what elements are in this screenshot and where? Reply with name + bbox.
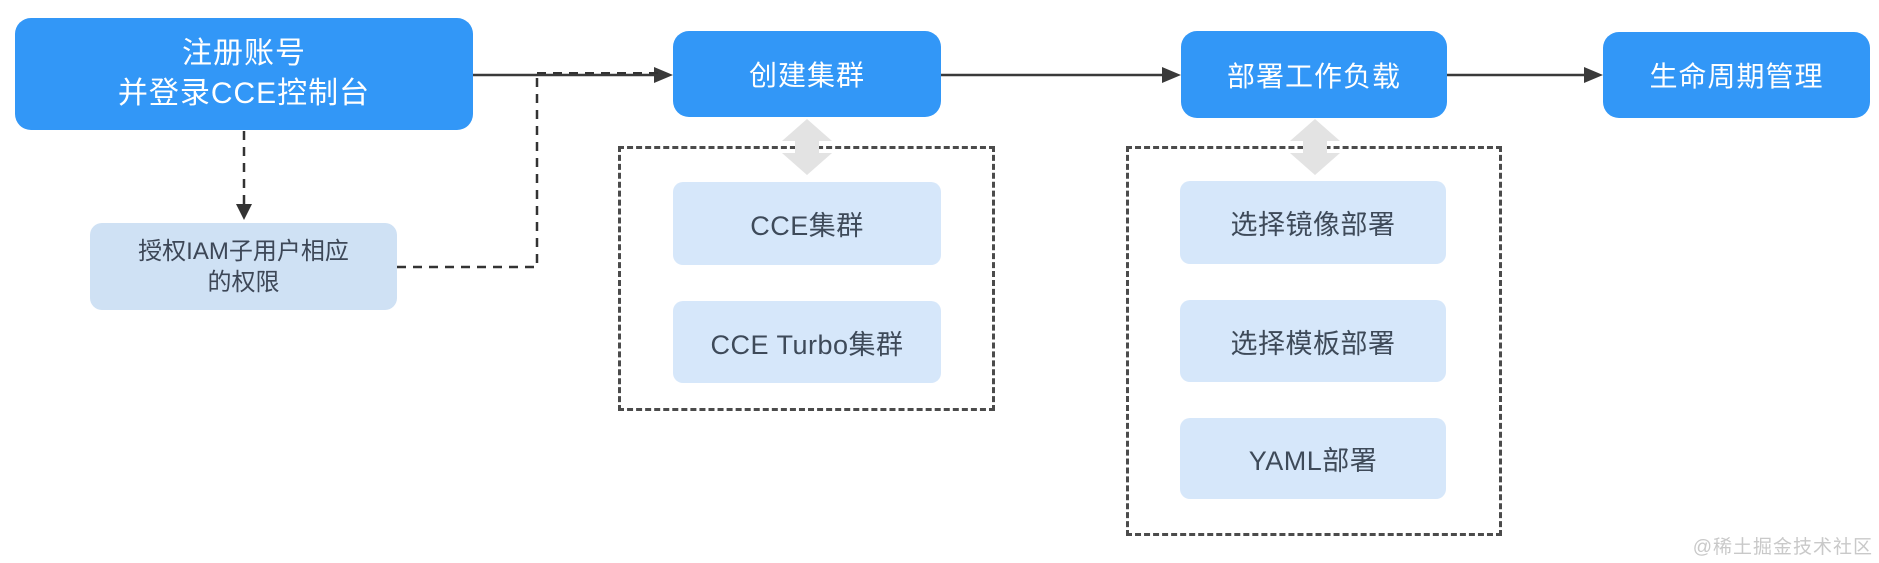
deploy-option-template: 选择模板部署 [1180,300,1446,382]
step-register-line2: 并登录CCE控制台 [117,77,371,110]
step-create-cluster: 创建集群 [673,31,941,117]
dashed-arrow-register-to-iam-icon [236,131,252,220]
iam-permission-note: 授权IAM子用户相应 的权限 [90,223,397,310]
deploy-option-image: 选择镜像部署 [1180,181,1446,264]
deploy-option-template-label: 选择模板部署 [1230,328,1396,359]
step-deploy-workload: 部署工作负载 [1181,31,1447,118]
step-lifecycle-management-label: 生命周期管理 [1649,61,1824,92]
cluster-option-cce-turbo-label: CCE Turbo集群 [710,329,904,360]
iam-note-line2: 的权限 [207,268,280,296]
arrow-create-to-deploy-icon [941,67,1181,83]
step-deploy-workload-label: 部署工作负载 [1226,60,1401,92]
step-lifecycle-management: 生命周期管理 [1603,32,1870,118]
deploy-option-image-label: 选择镜像部署 [1230,210,1396,240]
deploy-option-yaml: YAML部署 [1180,418,1446,499]
arrow-register-to-create-icon [473,67,673,83]
cluster-option-cce-label: CCE集群 [750,211,864,241]
cluster-option-cce: CCE集群 [673,182,941,265]
watermark: @稀土掘金技术社区 [1692,537,1873,558]
step-register-line1: 注册账号 [182,37,306,70]
step-create-cluster-label: 创建集群 [748,60,865,91]
arrow-deploy-to-lifecycle-icon [1447,67,1603,83]
cluster-option-cce-turbo: CCE Turbo集群 [673,301,941,383]
deploy-option-yaml-label: YAML部署 [1248,446,1378,476]
iam-note-line1: 授权IAM子用户相应 [138,237,349,265]
step-register-account: 注册账号 并登录CCE控制台 [15,18,473,130]
